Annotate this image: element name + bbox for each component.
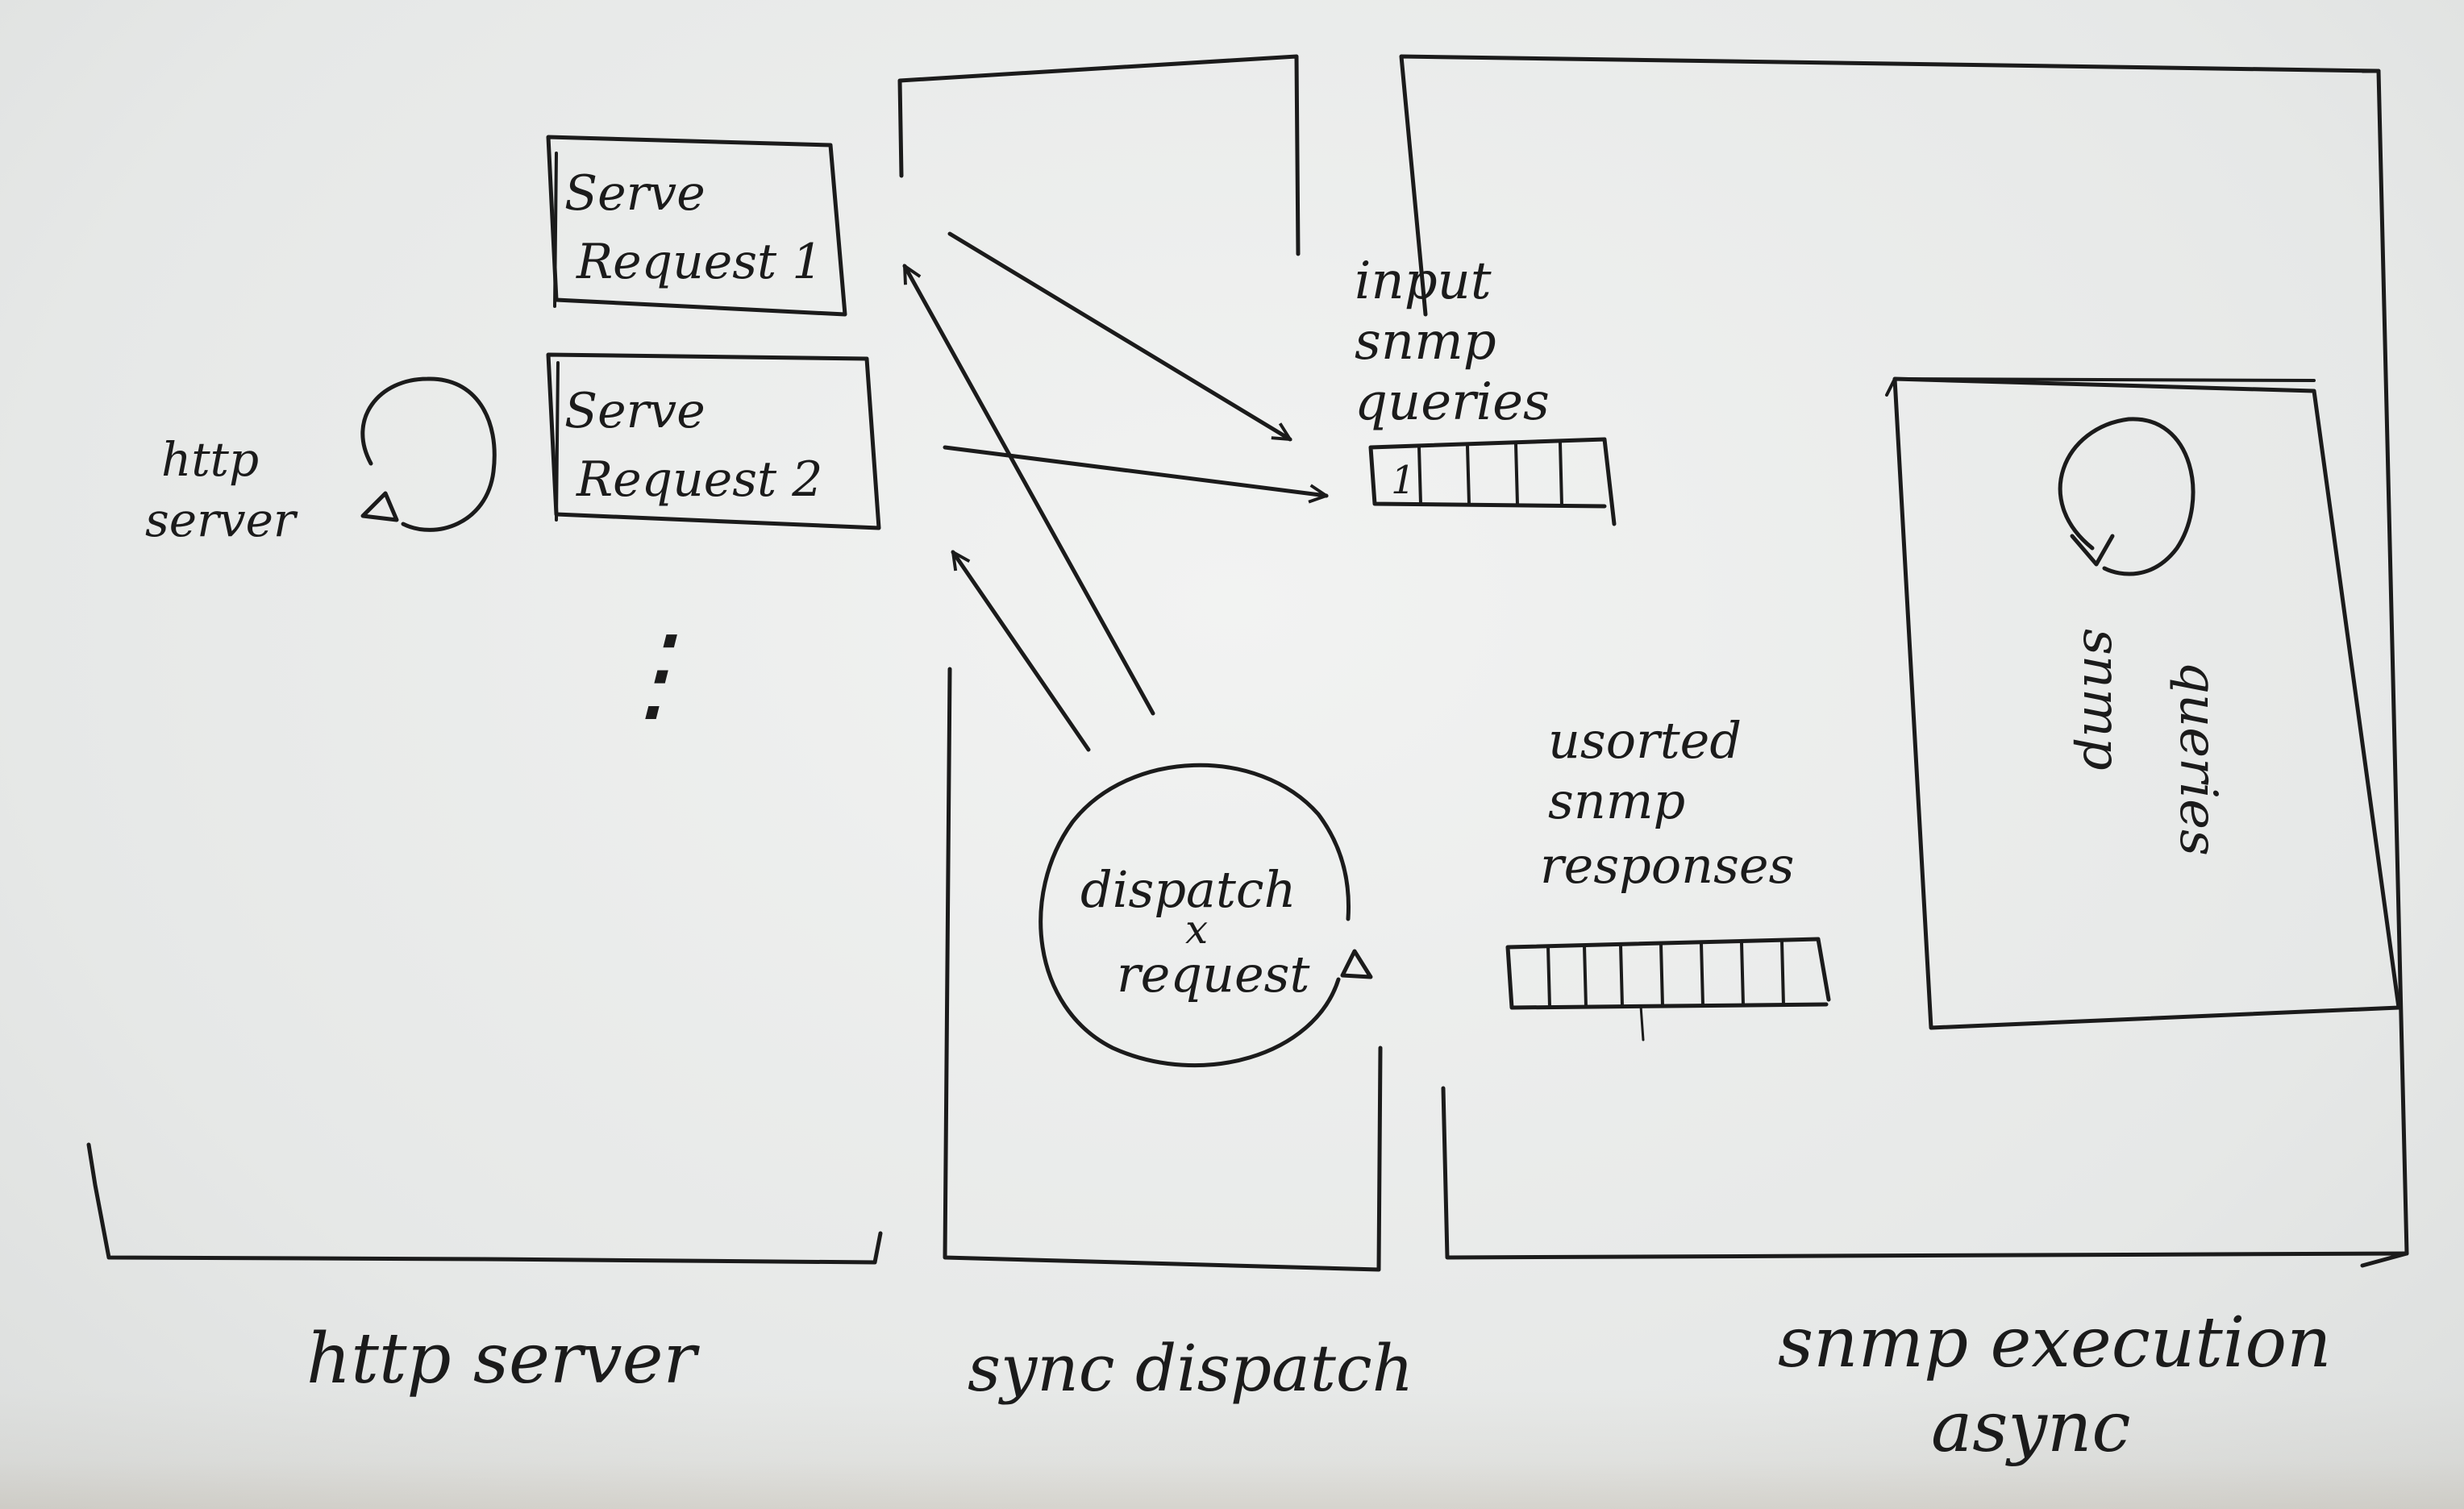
response-queue: usorted snmp responses <box>1505 711 1831 1041</box>
arrow-dispatch-to-request1 <box>902 266 1155 716</box>
snmp-loop-label-line1: snmp <box>2071 629 2131 771</box>
execution-frame-bottom <box>1441 1086 2409 1268</box>
input-queue-label-line3: queries <box>1355 372 1550 432</box>
serve-request-2-box: Serve Request 2 <box>546 352 881 530</box>
section-label-async: async <box>1931 1387 2131 1468</box>
http-loop-icon <box>360 376 497 532</box>
serve-request-2-line2: Request 2 <box>576 451 822 508</box>
section-label-sync-dispatch: sync dispatch <box>968 1331 1413 1406</box>
more-requests-ellipsis: ⋮ <box>601 612 705 734</box>
input-queue: input snmp queries 1 <box>1355 252 1617 526</box>
http-loop-label-line2: server <box>145 493 298 547</box>
response-queue-label-line2: snmp <box>1548 771 1685 830</box>
serve-request-2-line1: Serve <box>564 383 705 439</box>
dispatch-loop: dispatch x request <box>1038 763 1373 1068</box>
arrow-request1-to-input-queue <box>947 231 1290 442</box>
response-queue-label-line3: responses <box>1540 836 1794 895</box>
snmp-loop-label-line2: queries <box>2168 661 2228 856</box>
paper-fold-shadow <box>0 1388 2464 1509</box>
serve-request-1-line1: Serve <box>564 165 705 222</box>
input-queue-first-cell: 1 <box>1391 458 1416 503</box>
execution-frame-top <box>1399 54 2381 317</box>
snmp-loop-icon <box>2058 417 2196 576</box>
dispatch-loop-line1: dispatch <box>1080 860 1297 919</box>
response-queue-label-line1: usorted <box>1548 711 1742 770</box>
execution-frame-right <box>2376 69 2409 1256</box>
http-server-bracket <box>86 1142 883 1265</box>
section-label-snmp-execution: snmp execution <box>1778 1303 2332 1383</box>
snmp-queries-box: snmp queries <box>1885 376 2401 1030</box>
arrow-dispatch-to-request2 <box>951 552 1091 752</box>
input-queue-label-line1: input <box>1355 252 1492 311</box>
input-queue-label-line2: snmp <box>1355 312 1496 372</box>
http-loop-label-line1: http <box>161 432 259 487</box>
dispatch-bracket-bottom <box>943 667 1383 1272</box>
dispatch-loop-line2: x <box>1185 906 1208 953</box>
arrow-request2-to-input-queue <box>943 445 1326 496</box>
serve-request-1-line2: Request 1 <box>576 234 822 290</box>
dispatch-loop-line3: request <box>1117 945 1309 1004</box>
serve-request-1-box: Serve Request 1 <box>546 135 847 317</box>
section-label-http-server: http server <box>306 1319 701 1399</box>
dispatch-bracket-top <box>897 54 1301 256</box>
